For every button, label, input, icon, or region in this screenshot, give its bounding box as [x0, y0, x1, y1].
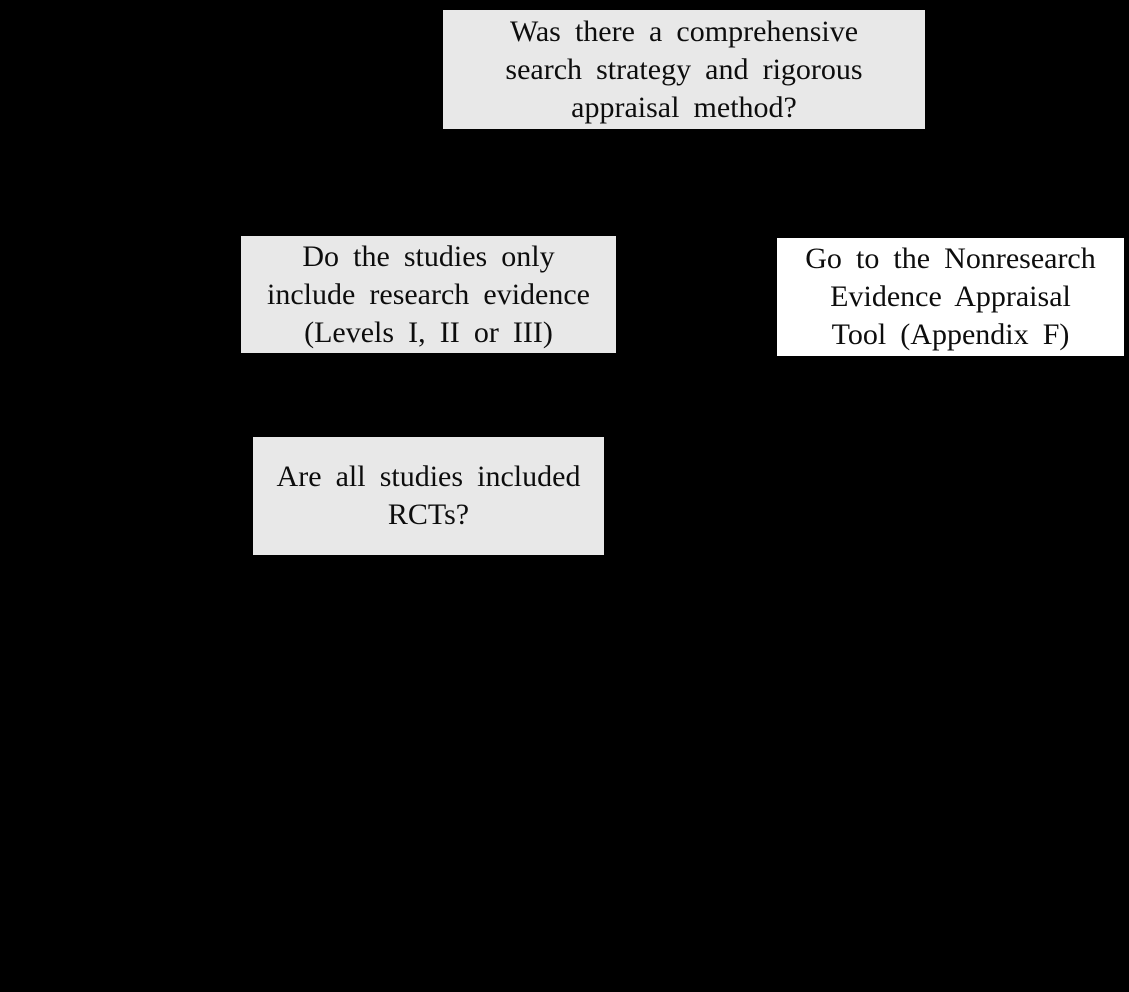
- node-text-line: Evidence Appraisal: [830, 280, 1071, 313]
- flowchart-node-rcts-question: Are all studies included RCTs?: [253, 437, 604, 555]
- node-text-line: (Levels I, II or III): [304, 315, 553, 349]
- node-text-line: appraisal method?: [571, 90, 797, 124]
- flowchart-node-research-evidence-question: Do the studies only include research evi…: [241, 236, 616, 353]
- node-text-line: RCTs?: [387, 498, 470, 531]
- node-text-line: Are all studies included: [276, 460, 581, 493]
- flowchart-node-comprehensive-search-question: Was there a comprehensive search strateg…: [443, 10, 925, 129]
- node-text-line: Go to the Nonresearch: [805, 242, 1096, 275]
- node-text-line: search strategy and rigorous: [505, 52, 863, 86]
- flowchart-node-nonresearch-tool-action: Go to the Nonresearch Evidence Appraisal…: [777, 238, 1124, 356]
- node-text-line: Tool (Appendix F): [831, 318, 1070, 351]
- node-text-line: Was there a comprehensive: [509, 14, 859, 48]
- node-text-line: include research evidence: [266, 277, 590, 311]
- node-text-line: Do the studies only: [302, 239, 555, 273]
